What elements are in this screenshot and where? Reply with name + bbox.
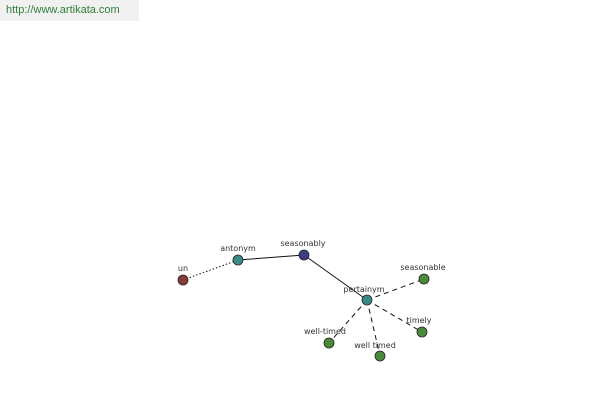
node-label-pertainym: pertainym [343,285,384,294]
node-label-seasonably: seasonably [280,239,325,248]
edge-pertainym-well-timed-2 [366,299,381,357]
node-label-antonym: antonym [220,244,256,253]
source-link[interactable]: http://www.artikata.com [0,0,139,21]
node-label-well-timed: well-timed [304,327,346,336]
edge-pertainym-seasonable [366,278,425,301]
nodes-layer: un antonym seasonably pertainym seasonable ti… [177,239,446,362]
node-label-seasonable: seasonable [400,263,445,272]
node-pertainym[interactable] [361,294,373,306]
edge-pertainym-timely [366,299,423,333]
node-well-timed-2[interactable] [374,350,386,362]
node-label-well-timed-2: well timed [354,341,396,350]
node-un[interactable] [177,274,189,286]
node-seasonable[interactable] [418,273,430,285]
node-seasonably[interactable] [298,249,310,261]
edge-pertainym-well-timed [328,299,368,344]
node-timely[interactable] [416,326,428,338]
edge-seasonably-pertainym [303,254,368,301]
node-antonym[interactable] [232,254,244,266]
edge-antonym-seasonably [237,254,305,261]
node-label-timely: timely [406,316,431,325]
node-well-timed[interactable] [323,337,335,349]
edges-layer [182,254,425,357]
edge-un-antonym [182,259,239,281]
node-label-un: un [178,264,188,273]
